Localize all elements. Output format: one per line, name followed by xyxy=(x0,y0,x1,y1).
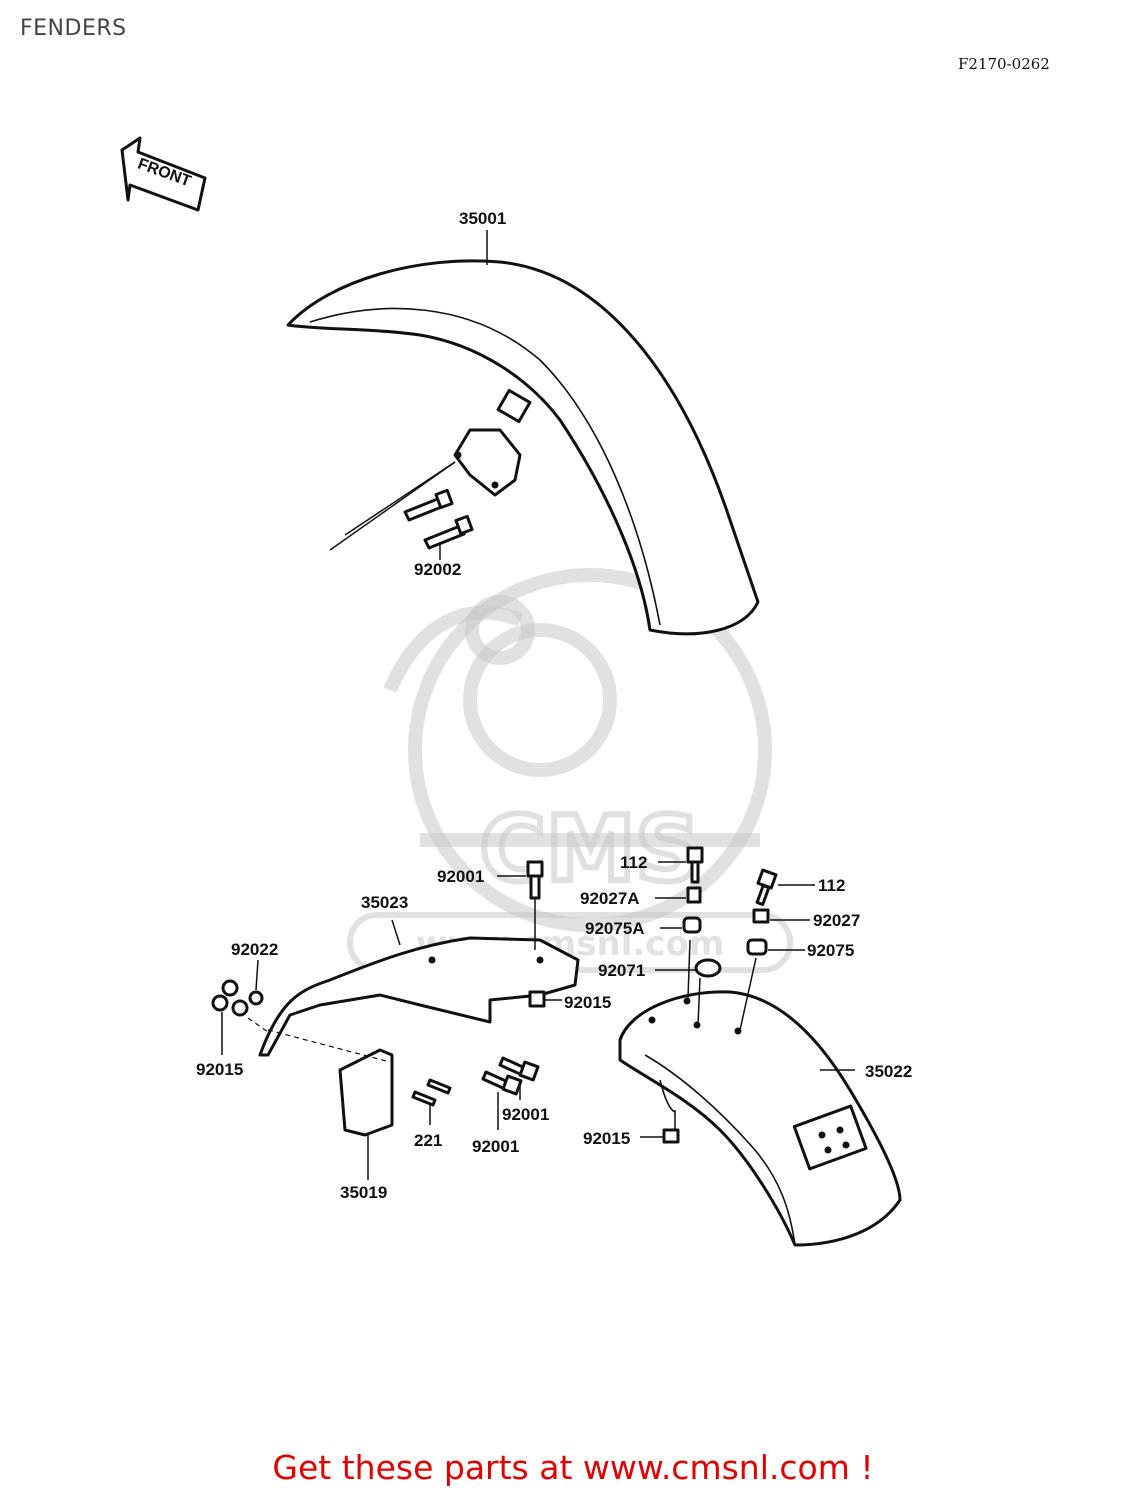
callout-35001: 35001 xyxy=(459,209,506,228)
callout-112-b: 112 xyxy=(818,876,845,895)
bolts-92001-221 xyxy=(411,1056,540,1130)
rear-mount-hardware xyxy=(655,846,815,1031)
callout-92022: 92022 xyxy=(231,940,278,959)
callout-112-a: 112 xyxy=(620,853,647,872)
front-fender-35001 xyxy=(286,259,760,636)
callout-92015-top: 92015 xyxy=(564,993,611,1012)
rear-inner-fender-35023 xyxy=(258,919,580,1057)
watermark-brand: CMS xyxy=(480,797,700,902)
rear-fender-35022 xyxy=(618,990,902,1247)
callout-92001-a: 92001 xyxy=(502,1105,549,1124)
cms-watermark: CMS www.cmsnl.com xyxy=(347,568,793,973)
callout-92075a: 92075A xyxy=(585,919,645,938)
page-title: FENDERS xyxy=(20,16,127,41)
nuts-washer-left xyxy=(211,959,269,1055)
footer-promo-link[interactable]: Get these parts at www.cmsnl.com ! xyxy=(272,1448,874,1487)
front-fender-bolts-92002 xyxy=(329,461,474,560)
bolt-92001-top xyxy=(497,860,562,1008)
callout-35023: 35023 xyxy=(361,893,408,912)
callout-92071: 92071 xyxy=(598,961,645,980)
front-arrow-icon: FRONT xyxy=(120,136,207,212)
mud-flap-35019 xyxy=(267,1029,394,1180)
callout-92027a: 92027A xyxy=(580,889,640,908)
callout-92015-left: 92015 xyxy=(196,1060,243,1079)
callout-92075: 92075 xyxy=(807,941,854,960)
callout-92015-rear: 92015 xyxy=(583,1129,630,1148)
callout-35022: 35022 xyxy=(865,1062,912,1081)
callout-92001-b: 92001 xyxy=(472,1137,519,1156)
callout-92001-top: 92001 xyxy=(437,867,484,886)
callout-92002: 92002 xyxy=(414,560,461,579)
callout-35019: 35019 xyxy=(340,1183,387,1202)
callout-221: 221 xyxy=(414,1131,442,1150)
drawing-code: F2170-0262 xyxy=(958,55,1050,73)
callout-92027: 92027 xyxy=(813,911,860,930)
